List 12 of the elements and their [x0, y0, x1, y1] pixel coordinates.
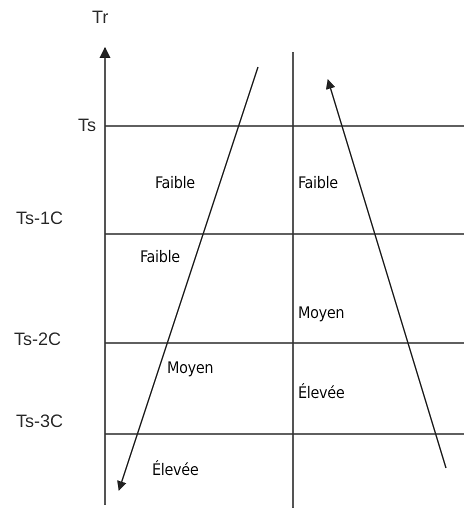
axis-tick-label: Ts-3C [16, 412, 64, 432]
zone-label: Faible [298, 174, 338, 192]
axis-tick-label: Ts-2C [14, 330, 62, 350]
axis-tick-label: Ts-1C [16, 209, 64, 229]
zone-label: Moyen [298, 304, 344, 322]
zone-label: Faible [140, 248, 180, 266]
zone-label: Faible [155, 174, 195, 192]
zone-label: Élevée [298, 384, 344, 402]
axis-tick-label: Ts [78, 116, 96, 136]
zone-label: Moyen [167, 359, 214, 377]
zone-label: Élevée [152, 461, 198, 479]
axis-title: Tr [92, 8, 108, 28]
